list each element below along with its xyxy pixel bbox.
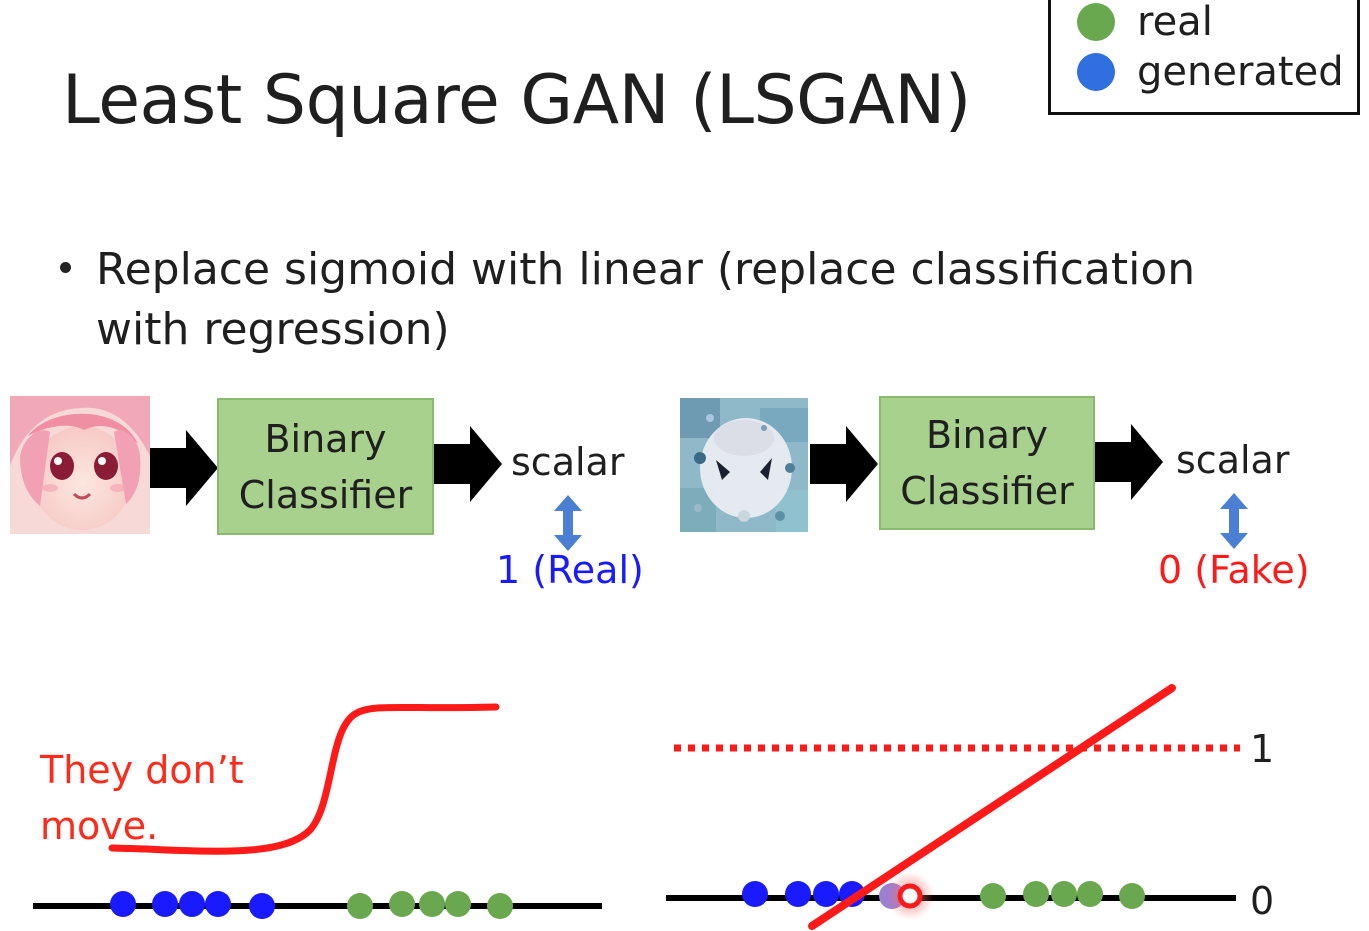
slide-title: Least Square GAN (LSGAN) [62,61,971,140]
real-point [419,891,445,917]
legend-item-real: real [1077,0,1213,47]
generated-point [110,891,136,917]
label-one: 1 [1250,727,1274,771]
binary-classifier-box-real: Binary Classifier [217,398,434,535]
generated-point [813,881,839,907]
highlight-point [897,883,923,909]
generated-point [205,891,231,917]
real-point [1051,881,1077,907]
arrow-right-icon [810,426,878,502]
legend-label-real: real [1137,0,1213,45]
generated-point [152,891,178,917]
annotation-line1: They don’t [40,748,244,792]
scalar-label-fake: scalar [1176,438,1290,482]
classifier-label-line1: Binary [264,416,387,461]
generated-point [742,881,768,907]
label-zero: 0 [1250,879,1274,923]
target-label-real: 1 (Real) [496,548,644,592]
bullet-icon [60,262,71,273]
arrow-right-icon [434,426,502,502]
real-point [445,891,471,917]
sigmoid-curve [108,703,500,855]
legend-label-generated: generated [1137,49,1344,95]
legend-item-generated: generated [1077,47,1344,97]
real-point [1023,881,1049,907]
sigmoid-plot [33,703,602,919]
annotation-line2: move. [40,804,159,848]
linear-plot: 1 0 [666,684,1274,930]
classifier-label-line2: Classifier [238,472,413,517]
real-point [389,891,415,917]
classifier-label-line2: Classifier [900,469,1074,513]
annotation-text: They don’t move. [40,742,244,854]
double-arrow-icon [1220,493,1248,549]
binary-classifier-box-fake: Binary Classifier [879,396,1095,530]
linear-output-line [808,684,1176,930]
real-point [980,883,1006,909]
real-point [1077,881,1103,907]
target-label-fake: 0 (Fake) [1158,548,1310,592]
arrow-right-icon [150,430,218,506]
generated-point [179,891,205,917]
scalar-label-real: scalar [511,440,625,484]
legend-box: real generated [1048,0,1360,115]
anime-face-image [10,396,150,534]
green-dot-icon [1077,3,1115,41]
classifier-label-line1: Binary [925,413,1049,457]
blue-dot-icon [1077,53,1115,91]
real-point [1119,883,1145,909]
bullet-text: Replace sigmoid with linear (replace cla… [96,244,1196,355]
double-arrow-icon [554,495,582,551]
noisy-generated-image [680,398,808,532]
real-point [487,893,513,919]
generated-point [249,893,275,919]
real-point [347,893,373,919]
generated-point [785,881,811,907]
arrow-right-icon [1095,424,1163,500]
